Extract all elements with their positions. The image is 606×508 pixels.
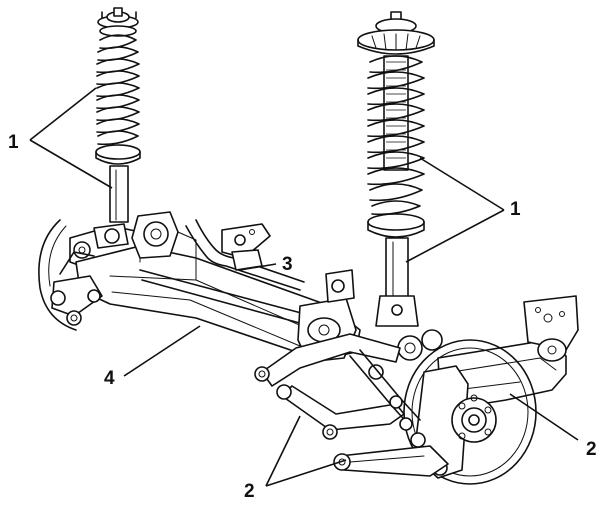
callout-label-4: 4 <box>104 368 115 389</box>
callout-label-1-right: 1 <box>510 199 521 220</box>
leader-lines <box>29 87 579 487</box>
callout-label-2-bottom: 2 <box>244 481 255 502</box>
left-strut-assembly <box>95 7 141 223</box>
callout-label-3: 3 <box>282 254 293 275</box>
stabilizer-bar <box>185 219 305 291</box>
lateral-links <box>254 333 449 477</box>
crossmember-subframe <box>69 211 361 363</box>
right-strut-assembly <box>357 11 435 327</box>
callout-label-1-left: 1 <box>8 132 19 153</box>
left-knuckle-hub <box>38 219 103 331</box>
callout-label-2-right: 2 <box>586 439 597 460</box>
